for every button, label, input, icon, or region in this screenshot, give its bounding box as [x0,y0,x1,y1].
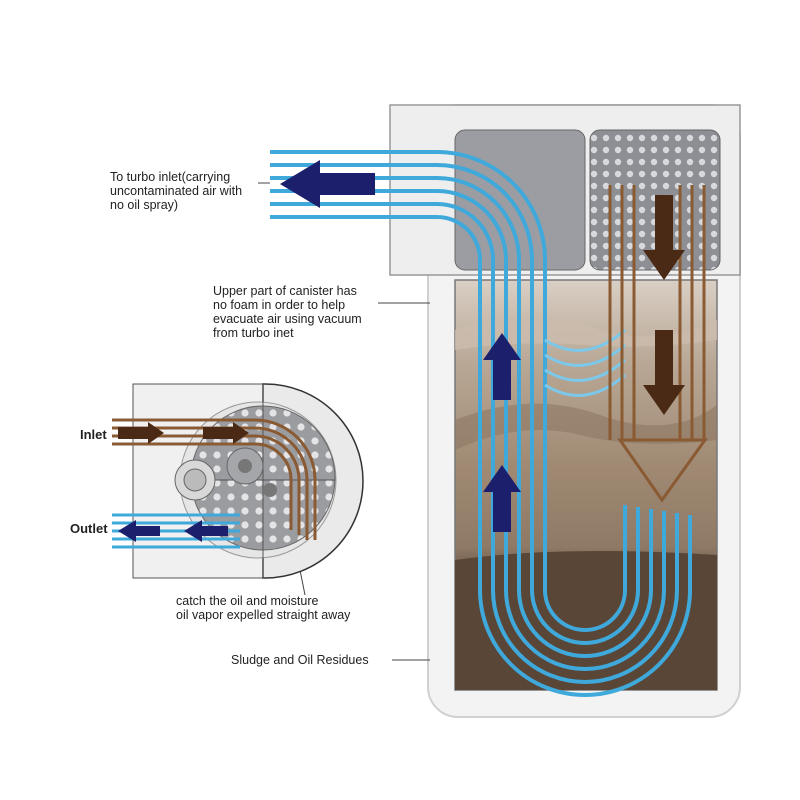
inset-port-inner [183,468,207,492]
turbo-inlet-label: To turbo inlet(carrying uncontaminated a… [110,170,243,212]
air-flow-line [270,176,653,658]
bubble-arc [544,328,626,352]
bubble-arc [544,373,626,397]
bubble-arc [544,358,626,382]
down-arrow-icon [643,195,685,280]
top-view-inset [112,383,364,579]
upper-part-label: Upper part of canister has no foam in or… [213,284,362,340]
hollow-down-arrow-icon [617,438,708,503]
air-flow-line [270,150,627,632]
catch-oil-label: catch the oil and moisture oil vapor exp… [176,594,351,622]
inset-center-bolt [238,459,252,473]
air-flow-line [270,163,640,645]
inlet-flow-line [112,434,301,535]
inlet-flow-line [112,418,317,540]
inlet-label: Inlet [80,427,107,442]
air-flow-line [270,215,692,697]
air-flow-lines [270,150,692,697]
oil-flow-lines [608,185,708,503]
inlet-flow-lines [112,418,317,540]
air-flow-line [270,189,666,671]
inlet-flow-line [112,426,309,540]
inlet-flow-line [112,442,293,530]
up-arrow-icon [483,333,521,400]
left-arrow-icon [280,160,375,208]
right-arrow-icon [203,422,249,444]
bubble-arc [544,343,626,367]
right-arrow-icon [118,422,164,444]
down-arrow-icon [643,330,685,415]
outlet-label: Outlet [70,521,108,536]
sludge-label: Sludge and Oil Residues [231,653,369,667]
left-arrow-icon [118,520,160,542]
left-arrow-icon [184,520,228,542]
air-flow-line [270,202,679,684]
up-arrow-icon [483,465,521,532]
inset-bolt [263,483,277,497]
bubble-arcs [544,328,626,397]
